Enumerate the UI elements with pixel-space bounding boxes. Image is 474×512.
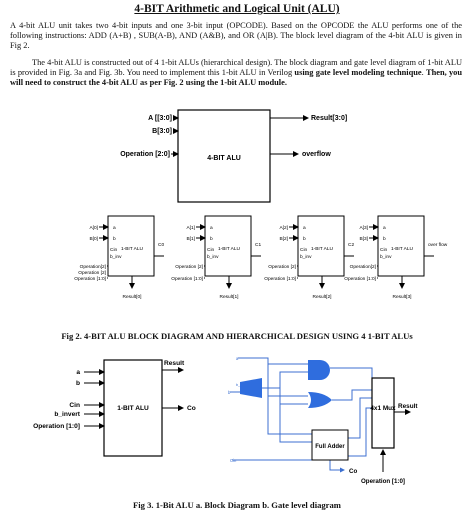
input-a-0: A[0]: [89, 225, 98, 231]
input-op10-3: Operation [1:0]: [344, 276, 376, 282]
input-op10-0: Operation [1:0]: [74, 276, 106, 282]
input-b-3: B[3]: [359, 236, 368, 242]
fig3b-result-label: Result: [398, 403, 418, 410]
input-b-0: B[0]: [89, 236, 98, 242]
one-bit-alu-label-0: 1-BIT ALU: [121, 246, 144, 252]
fig3b-co-label: Co: [349, 468, 357, 475]
input-a-2: A[2]: [279, 225, 288, 231]
carry-label-0: C0: [158, 242, 164, 248]
output-result-1: Result[1]: [220, 294, 239, 300]
pin-a-0: a: [113, 226, 116, 231]
carry-label-3: over flow: [428, 242, 448, 248]
binvert-mux-gate: [240, 378, 262, 398]
figure-2: 4-BIT ALU A [[3:0] B[3:0] Operation [2:0…: [0, 104, 474, 324]
input-op2-1: Operation [2]: [175, 264, 203, 270]
pin-cin-3: Cin: [380, 247, 388, 253]
one-bit-alu-0: [107, 215, 155, 277]
pin-b-2: b: [303, 236, 306, 242]
fig2-caption: Fig 2. 4-BIT ALU BLOCK DIAGRAM AND HIERA…: [61, 331, 413, 341]
mux-label-line1: 4x1 Mux: [370, 405, 396, 412]
input-a-3: A[3]: [359, 225, 368, 231]
input-b-2: B[2]: [279, 236, 288, 242]
one-bit-alu-3: [377, 215, 425, 277]
design-paragraph: The 4-bit ALU is constructed out of 4 1-…: [10, 58, 462, 89]
fig3a-alu-block: [103, 359, 163, 457]
input-op2-3: Operation[2]: [350, 264, 376, 270]
one-bit-alu-label-2: 1-BIT ALU: [311, 246, 334, 252]
result-output-label: Result[3:0]: [311, 115, 347, 122]
document-title: 4-BIT Arithmetic and Logical Unit (ALU): [134, 3, 340, 15]
one-bit-alu-chain: 1-BIT ALUabCinb_invA[0]B[0]Operation[2]O…: [74, 215, 448, 300]
output-result-0: Result[0]: [123, 294, 142, 300]
pin-b-1: b: [210, 236, 213, 242]
pin-a-3: a: [383, 226, 386, 231]
design-paragraph-emphasis-1: using gate level modeling technique: [294, 68, 422, 78]
figure-3: 1-BIT ALU a b Cin b_invert Operation [1:…: [0, 352, 474, 498]
one-bit-alu-label-3: 1-BIT ALU: [391, 246, 414, 252]
input-a-label: A [[3:0]: [148, 115, 172, 122]
design-paragraph-mid: .: [421, 68, 426, 78]
intro-paragraph: A 4-bit ALU unit takes two 4-bit inputs …: [10, 21, 462, 51]
pin-binv-1: b_inv: [207, 254, 219, 260]
output-result-2: Result[2]: [313, 294, 332, 300]
fig3-caption: Fig 3. 1-Bit ALU a. Block Diagram b. Gat…: [133, 500, 341, 510]
fig3a-in-binvert: b_invert: [54, 411, 80, 418]
pin-cin-1: Cin: [207, 247, 215, 253]
fig3a-in-a: a: [76, 369, 80, 376]
opcode-label: Operation [2:0]: [120, 151, 170, 158]
input-op2-2: Operation [2]: [268, 264, 296, 270]
carry-label-2: C2: [348, 242, 354, 248]
carry-label-1: C1: [255, 242, 261, 248]
fig3b-b-label: b: [228, 390, 231, 395]
pin-binv-3: b_inv: [380, 254, 392, 260]
input-a-1: A[1]: [186, 225, 195, 231]
input-b-1: B[1]: [186, 236, 195, 242]
design-paragraph-plain: The 4-bit ALU is constructed out of 4 1-…: [10, 58, 462, 78]
pin-binv-0: b_inv: [110, 254, 122, 260]
input-b-label: B[3:0]: [152, 128, 172, 135]
fig3a-in-op: Operation [1:0]: [33, 423, 80, 430]
design-paragraph-emphasis-2: Then, you will need to construct the 4-b…: [10, 68, 463, 88]
one-bit-alu-2: [297, 215, 345, 277]
output-result-3: Result[3]: [393, 294, 412, 300]
fig3a-out-result: Result: [164, 360, 185, 367]
fig3a-in-b: b: [76, 380, 80, 387]
pin-a-2: a: [303, 226, 306, 231]
input-op10-2: Operation [1:0]: [264, 276, 296, 282]
pin-binv-2: b_inv: [300, 254, 312, 260]
and-gate: [308, 360, 330, 380]
one-bit-alu-1: [204, 215, 252, 277]
four-bit-alu-block: [177, 109, 271, 203]
or-gate: [308, 392, 332, 408]
full-adder-label: Full Adder: [315, 444, 345, 450]
full-adder-block: [311, 429, 349, 461]
input-op2b-0: Operation [2]: [78, 270, 106, 276]
pin-a-1: a: [210, 226, 213, 231]
fig3-diagram: 1-BIT ALU a b Cin b_invert Operation [1:…: [33, 356, 418, 485]
pin-b-3: b: [383, 236, 386, 242]
fig3b-cin-label: Cin: [230, 458, 237, 463]
one-bit-alu-label-1: 1-BIT ALU: [218, 246, 241, 252]
pin-cin-0: Cin: [110, 247, 118, 253]
fig3a-out-co: Co: [187, 405, 196, 412]
four-to-one-mux: [371, 377, 395, 449]
overflow-output-label: overflow: [302, 151, 331, 158]
fig3a-in-cin: Cin: [69, 402, 80, 409]
input-op2-0: Operation[2]: [80, 264, 106, 270]
fig3b-operation-label: Operation [1:0]: [361, 478, 405, 485]
fig2-diagram: 4-BIT ALU A [[3:0] B[3:0] Operation [2:0…: [74, 109, 448, 300]
pin-b-0: b: [113, 236, 116, 242]
pin-cin-2: Cin: [300, 247, 308, 253]
fig3b-a-label: a: [236, 356, 239, 361]
fig3a-alu-label: 1-BIT ALU: [117, 405, 149, 412]
four-bit-alu-label: 4-BIT ALU: [207, 155, 241, 162]
input-op10-1: Operation [1:0]: [171, 276, 203, 282]
